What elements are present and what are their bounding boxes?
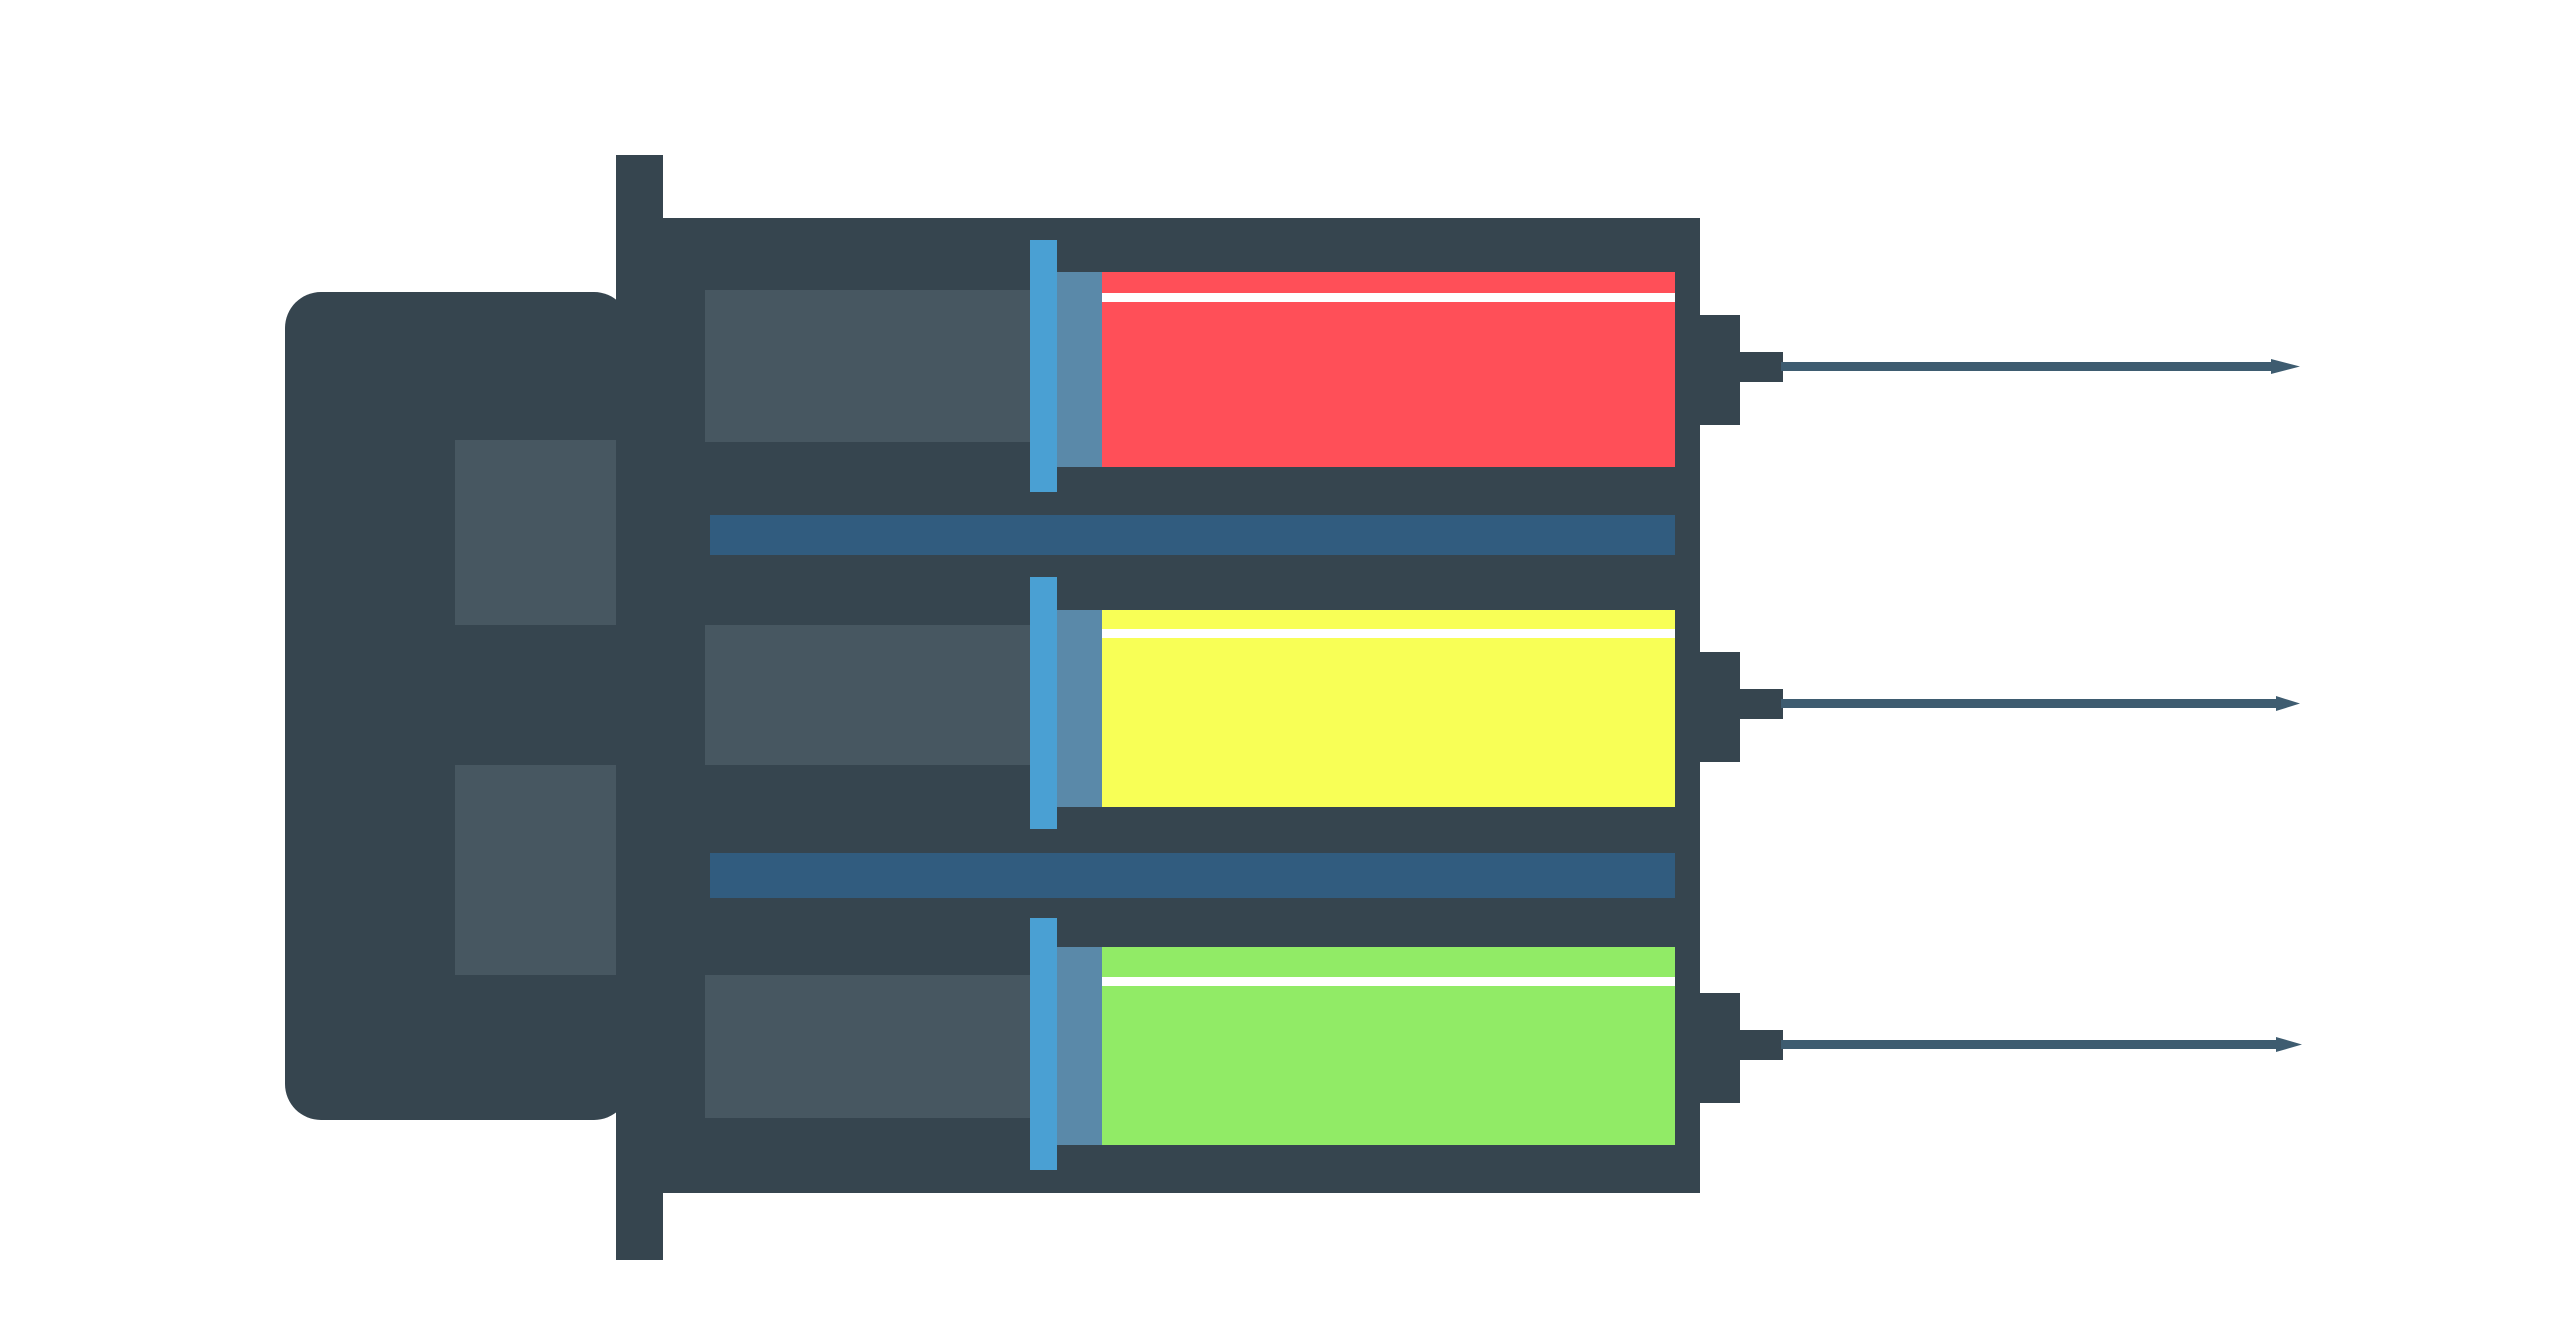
syringe-flange — [616, 155, 663, 1260]
plunger-disc — [1030, 918, 1057, 1170]
needle-shaft — [1781, 1040, 2276, 1049]
needle-hub — [1700, 993, 1740, 1103]
plunger-disc — [1030, 240, 1057, 492]
needle — [1700, 652, 2300, 762]
syringe-2 — [705, 577, 2300, 829]
handle-inner-panel-top — [455, 440, 630, 625]
needle — [1700, 315, 2300, 425]
plunger-disc — [1030, 577, 1057, 829]
fluid-chamber — [1102, 947, 1675, 1145]
needle-hub-tip — [1738, 689, 1783, 719]
needle — [1700, 993, 2302, 1103]
plunger-rubber — [1052, 947, 1104, 1145]
barrel-separator-bottom — [710, 853, 1675, 898]
needle-hub — [1700, 652, 1740, 762]
plunger-rod — [705, 625, 1035, 765]
needle-hub-tip — [1738, 352, 1783, 382]
needle-point — [2276, 1037, 2302, 1052]
plunger-rubber — [1052, 610, 1104, 807]
handle-body — [285, 292, 630, 1120]
fluid-highlight — [1102, 629, 1675, 638]
needle-shaft — [1781, 699, 2276, 708]
fluid-highlight — [1102, 293, 1675, 302]
plunger-rubber — [1052, 272, 1104, 467]
needle-point — [2271, 359, 2300, 374]
syringe-1 — [705, 240, 2300, 492]
barrel-separator-top — [710, 515, 1675, 555]
fluid-highlight — [1102, 977, 1675, 986]
needle-shaft — [1781, 362, 2271, 371]
syringe-handle — [285, 292, 630, 1120]
needle-hub-tip — [1738, 1030, 1783, 1060]
handle-inner-panel-bottom — [455, 765, 630, 975]
plunger-rod — [705, 290, 1035, 442]
syringe-3 — [705, 918, 2302, 1170]
needle-hub — [1700, 315, 1740, 425]
fluid-chamber — [1102, 610, 1675, 807]
plunger-rod — [705, 975, 1035, 1118]
needle-point — [2276, 696, 2300, 711]
fluid-chamber — [1102, 272, 1675, 467]
